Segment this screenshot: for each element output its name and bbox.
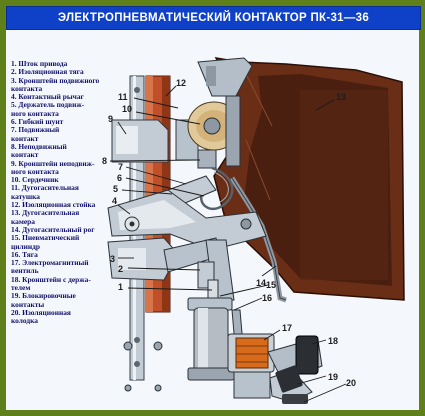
legend-item: 18. Кронштейн с держа- (11, 274, 91, 284)
callout-14: 14 (256, 278, 266, 288)
callout-5: 5 (113, 184, 118, 194)
legend-item: 10. Сердечник (11, 175, 59, 185)
callout-labels: 1 2 3 4 5 6 7 8 9 10 11 12 13 14 15 16 1… (102, 78, 356, 388)
legend-item: камера (11, 216, 35, 226)
legend-item: цилиндр (11, 241, 41, 251)
pneumatic-cylinder (187, 297, 235, 381)
legend-item: 15. Пневматический (11, 233, 80, 243)
legend-item: 14. Дугогасительный рог (11, 224, 95, 234)
legend-item: 1. Шток привода (11, 59, 68, 68)
legend-item: 13. Дугогасительная (11, 208, 80, 218)
arc-horn (229, 176, 287, 303)
arc-chute (213, 57, 405, 301)
mounting-bolts (123, 341, 163, 392)
callout-1: 1 (118, 282, 123, 292)
legend-item: колодка (11, 316, 38, 326)
legend-item: контакт (11, 150, 39, 160)
callout-7: 7 (118, 162, 123, 172)
title-bar: ЭЛЕКТРОПНЕВМАТИЧЕСКИЙ КОНТАКТОР ПК-31—36 (6, 6, 421, 30)
legend-item: вентиль (11, 266, 39, 276)
legend-item: 6. Гибкий шунт (11, 117, 64, 127)
legend-item: контакт (11, 133, 39, 143)
legend-item: контакты (11, 299, 45, 309)
callout-10: 10 (122, 104, 132, 114)
flexible-shunt (199, 166, 234, 211)
legend-item: 16. Тяга (11, 249, 38, 259)
legend-item: телем (11, 283, 31, 293)
callout-8: 8 (102, 156, 107, 166)
legend-item: ного контакта (11, 166, 59, 176)
electromagnetic-valve (227, 333, 275, 399)
top-bracket (197, 57, 253, 97)
callout-6: 6 (117, 173, 122, 183)
legend-item: 12. Изоляционная стойка (11, 200, 96, 210)
callout-20: 20 (346, 378, 356, 388)
legend-item: 19. Блокировочные (11, 291, 76, 301)
callout-2: 2 (118, 264, 123, 274)
fixed-contact-bracket (111, 119, 199, 163)
legend-item: 4. Контактный рычаг (11, 92, 84, 102)
callout-3: 3 (110, 254, 115, 264)
legend-item: 2. Изоляционная тяга (11, 67, 84, 77)
callout-13: 13 (336, 92, 346, 102)
legend-item: 17. Электромагнитный (11, 258, 89, 268)
legend-item: 11. Дугогасительная (11, 183, 79, 193)
bracket-with-holder (267, 335, 323, 377)
leader-lines (109, 85, 347, 403)
legend-item: 8. Неподвижный (11, 141, 67, 151)
moving-contact-bracket (107, 237, 221, 281)
legend-item: 3. Кронштейн подвижного (11, 75, 100, 85)
legend-item: ного контакта (11, 108, 59, 118)
callout-11: 11 (118, 92, 128, 102)
callout-15: 15 (266, 280, 276, 290)
callout-4: 4 (112, 196, 117, 206)
callout-19: 19 (328, 372, 338, 382)
legend-item: 20. Изоляционная (11, 307, 71, 317)
interlock-contacts (269, 365, 313, 404)
page-title: ЭЛЕКТРОПНЕВМАТИЧЕСКИЙ КОНТАКТОР ПК-31—36 (57, 12, 370, 24)
legend-item: катушка (11, 191, 40, 201)
callout-12: 12 (176, 78, 186, 88)
callout-16: 16 (262, 293, 272, 303)
legend-item: 7. Подвижный (11, 125, 60, 135)
callout-18: 18 (328, 336, 338, 346)
arc-blowout-coil (187, 95, 241, 167)
callout-9: 9 (108, 114, 113, 124)
fixed-contact (197, 149, 217, 169)
legend-item: 9. Кронштейн неподвиж- (11, 158, 95, 168)
callout-17: 17 (282, 323, 292, 333)
legend-item: 5. Держатель подвиж- (11, 100, 85, 110)
legend-item: контакта (11, 83, 43, 93)
contact-lever (107, 189, 267, 251)
